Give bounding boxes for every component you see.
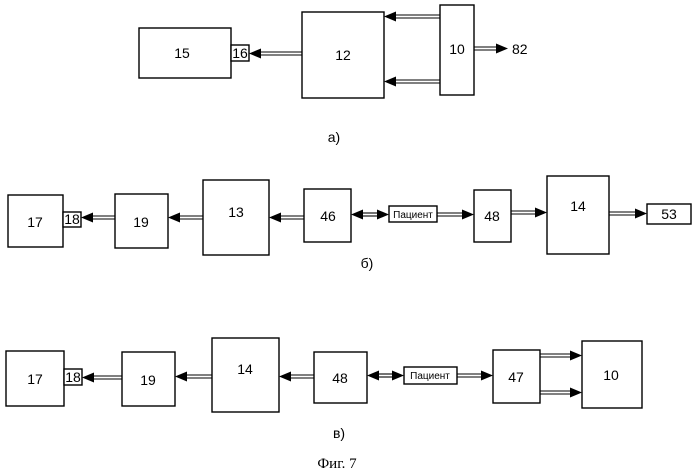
arrow-47-to-10-top-c [540,351,582,361]
arrow-13-to-19-b [168,213,203,223]
diagram-b: 17 18 19 13 46 Пациент 48 14 53 [8,176,691,271]
output-82-label: 82 [512,41,528,57]
block-10-c-label: 10 [603,367,619,383]
block-19-c-label: 19 [140,372,156,388]
block-19-b-label: 19 [133,214,149,230]
diagram-a: 15 16 12 10 82 а) [139,5,528,145]
block-47-c-label: 47 [508,369,524,385]
block-16-label: 16 [232,45,248,61]
caption-a: а) [328,129,340,145]
arrow-10-to-12-bottom [384,77,440,87]
arrow-patient-46-b [351,210,389,220]
block-12-label: 12 [335,47,351,63]
arrow-12-to-16 [249,49,302,59]
block-18-b-label: 18 [64,211,80,227]
diagram-c: 17 18 19 14 48 Пациент 47 10 [6,338,642,441]
arrow-48-to-14-b [511,208,547,218]
figure-caption: Фиг. 7 [317,456,357,472]
block-48-b-label: 48 [484,208,500,224]
block-14-b [547,176,609,254]
block-14-c-label: 14 [237,361,253,377]
arrow-14-to-53-b [609,209,647,219]
arrow-19-to-18-b [81,213,115,223]
block-17-b-label: 17 [27,214,43,230]
arrow-19-to-18-c [82,373,122,383]
block-14-b-label: 14 [570,198,586,214]
block-17-c-label: 17 [27,371,43,387]
caption-b: б) [361,255,374,271]
block-10-label: 10 [449,41,465,57]
arrow-46-to-13-b [269,213,304,223]
block-53-b-label: 53 [661,206,677,222]
arrow-patient-48-c [367,371,404,381]
block-46-b-label: 46 [320,208,336,224]
caption-c: в) [333,425,345,441]
arrow-patient-to-47-c [457,371,493,381]
block-15-label: 15 [174,45,190,61]
block-48-c-label: 48 [332,370,348,386]
patient-label-c: Пациент [410,371,450,382]
arrow-patient-to-48-b [437,210,474,220]
arrow-10-to-82 [474,44,508,54]
patient-label-b: Пациент [393,210,433,221]
arrow-48-to-14-c [279,372,314,382]
block-18-c-label: 18 [65,369,81,385]
arrow-14-to-19-c [175,372,212,382]
arrow-47-to-10-bottom-c [540,388,582,398]
block-13-b-label: 13 [228,204,244,220]
arrow-10-to-12-top [384,12,440,22]
